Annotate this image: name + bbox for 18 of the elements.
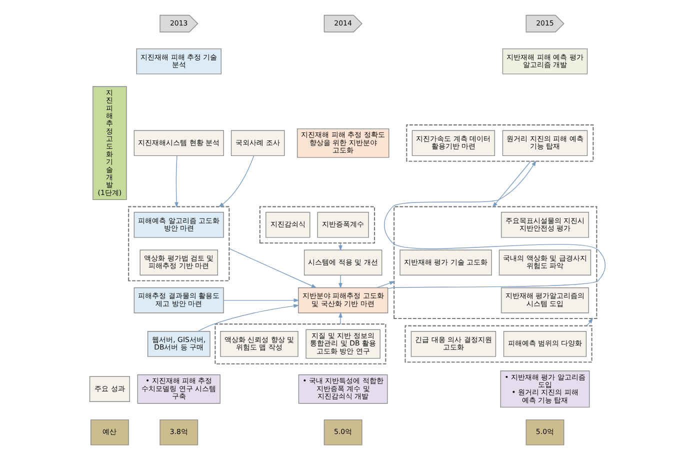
arrow (174, 156, 178, 208)
arrow (492, 160, 531, 208)
cluster (258, 206, 375, 244)
arrow (383, 160, 606, 289)
cluster (404, 325, 592, 363)
cluster (214, 324, 386, 364)
arrow (338, 312, 342, 324)
arrow (586, 318, 593, 326)
arrow (222, 298, 299, 302)
arrow (376, 281, 395, 288)
cluster (406, 124, 594, 162)
arrow (228, 248, 316, 288)
arrow (197, 304, 299, 332)
arrow (338, 274, 342, 289)
cluster (393, 206, 597, 319)
arrow (218, 156, 254, 208)
cluster (128, 206, 230, 282)
arrow (338, 242, 342, 251)
